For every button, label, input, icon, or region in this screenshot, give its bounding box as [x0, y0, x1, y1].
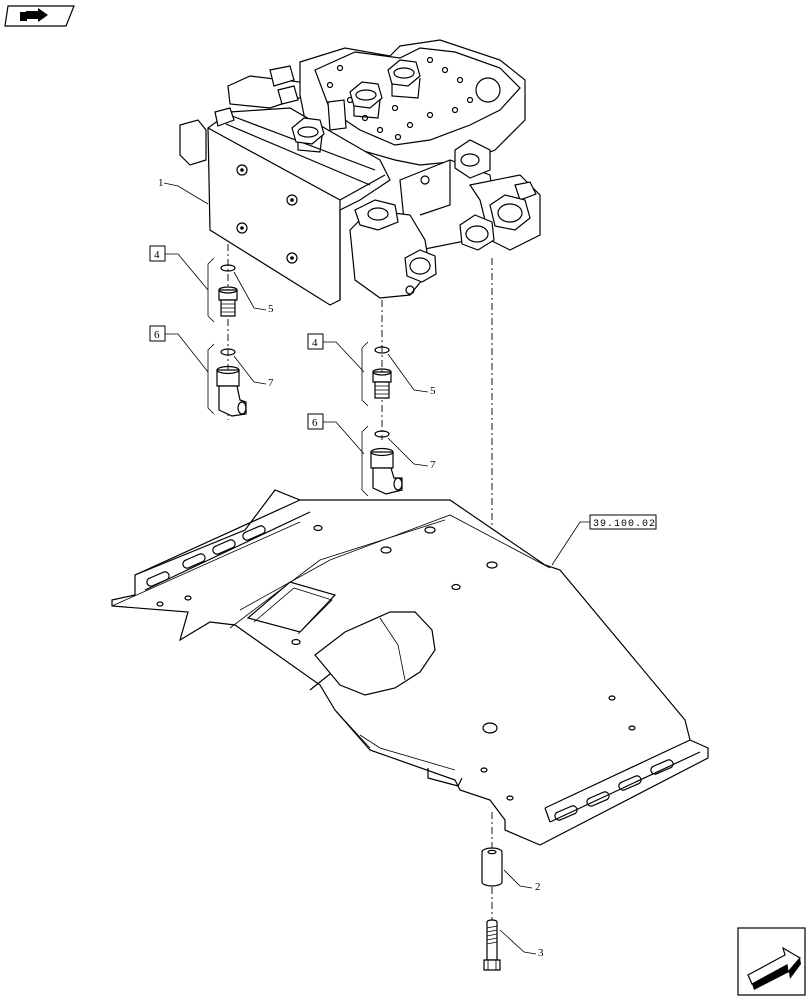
callout-7-left: 7	[233, 355, 274, 389]
spacer-icon	[481, 847, 503, 887]
callout-4-left: 4	[149, 245, 209, 291]
reference-number: 39.100.02	[593, 519, 656, 530]
straight-adapter-icon	[372, 368, 392, 399]
slot-hole	[554, 805, 578, 821]
o-ring-icon	[374, 346, 390, 354]
o-ring-icon	[374, 430, 390, 438]
callout-label-6: 6	[312, 417, 318, 429]
callout-1: 1	[158, 177, 209, 205]
straight-adapter-icon	[218, 286, 238, 317]
bolt-icon	[483, 919, 501, 971]
callout-label-4: 4	[154, 249, 160, 261]
slot-hole	[586, 791, 610, 807]
hex-cap-icon	[459, 214, 495, 251]
callout-6-left: 6	[149, 325, 209, 373]
callout-4-right: 4	[307, 333, 365, 373]
callout-label-6: 6	[154, 329, 160, 341]
callout-6-right: 6	[307, 413, 365, 455]
callout-2: 2	[503, 869, 541, 893]
slot-hole	[618, 775, 642, 791]
callout-label-5: 5	[268, 303, 274, 315]
slot-hole	[146, 571, 170, 587]
callout-5-left: 5	[233, 271, 274, 315]
hex-plug-icon	[349, 81, 383, 119]
callout-5-right: 5	[387, 353, 436, 397]
callout-label-5: 5	[430, 385, 436, 397]
callout-7-right: 7	[387, 437, 436, 471]
slot-hole	[650, 759, 674, 775]
elbow-adapter-icon	[370, 447, 403, 495]
left-fittings-group	[207, 244, 247, 420]
callout-label-3: 3	[538, 947, 544, 959]
hex-cap-icon	[404, 249, 437, 283]
o-ring-icon	[220, 348, 236, 356]
o-ring-icon	[220, 264, 236, 272]
callout-label-1: 1	[158, 177, 164, 189]
previous-page-arrow-icon[interactable]	[4, 5, 75, 27]
callout-label-2: 2	[535, 881, 541, 893]
next-page-arrow-icon[interactable]	[737, 927, 806, 996]
slot-hole	[242, 525, 266, 541]
right-fittings-group	[361, 300, 403, 497]
hex-plug-icon	[291, 117, 325, 153]
elbow-adapter-icon	[216, 365, 247, 417]
mounting-plate	[111, 489, 709, 846]
hex-cap-icon	[489, 194, 531, 231]
hex-plug-icon	[387, 59, 421, 99]
callout-label-7: 7	[268, 377, 274, 389]
slot-hole	[212, 539, 236, 555]
callout-label-4: 4	[312, 337, 318, 349]
slot-hole	[182, 553, 206, 569]
callout-label-7: 7	[430, 459, 436, 471]
control-valve-assembly	[179, 39, 541, 306]
callout-3: 3	[499, 929, 544, 959]
reference-box[interactable]: 39.100.02	[551, 514, 657, 566]
